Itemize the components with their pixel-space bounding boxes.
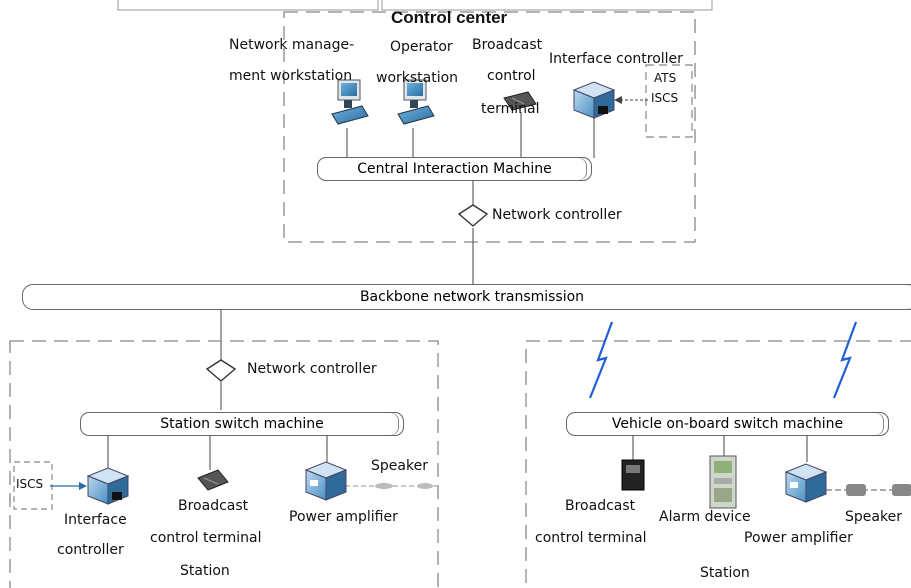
station-footer-label: Station <box>180 563 230 579</box>
vehicle-switch-label: Vehicle on-board switch machine <box>611 416 844 432</box>
vehicle-power-amp-label: Power amplifier <box>744 530 853 546</box>
vehicle-links <box>632 436 808 462</box>
broadcast-terminal-icon <box>503 91 537 111</box>
backbone-label: Backbone network transmission <box>359 289 585 305</box>
station-network-controller-label: Network controller <box>247 361 377 377</box>
station-power-amplifier-icon <box>304 461 348 501</box>
network-mgmt-ws-label-2: ment workstation <box>229 68 353 84</box>
station-interface-label-1: Interface <box>64 512 127 528</box>
station-broadcast-label-2: control terminal <box>150 530 262 546</box>
vehicle-switch-machine: Vehicle on-board switch machine <box>566 412 889 436</box>
external-systems-frame <box>645 64 693 138</box>
network-controller-icon <box>205 204 489 382</box>
ats-arrow <box>614 96 648 104</box>
station-links <box>107 436 328 472</box>
ats-label: ATS <box>654 71 677 85</box>
station-interface-controller-icon <box>86 467 130 505</box>
station-switch-label: Station switch machine <box>160 416 324 432</box>
alarm-device-label: Alarm device <box>659 509 751 525</box>
vehicle-broadcast-label-2: control terminal <box>535 530 647 546</box>
workstation-icon <box>331 79 435 125</box>
cc-network-controller-label: Network controller <box>492 207 622 223</box>
central-machine-label: Central Interaction Machine <box>357 161 552 177</box>
control-center-title: Control center <box>391 8 508 27</box>
station-broadcast-terminal-icon <box>197 469 229 491</box>
interface-controller-icon <box>572 81 616 119</box>
vehicle-speaker-chain <box>826 484 911 496</box>
control-center-links <box>220 112 595 410</box>
broadcast-terminal-label-2: control <box>487 68 536 84</box>
network-mgmt-ws-label-1: Network manage- <box>229 37 355 53</box>
station-power-amp-label: Power amplifier <box>289 509 398 525</box>
top-cropped-frames <box>117 0 713 11</box>
wireless-bolt-icon <box>588 321 858 399</box>
operator-ws-label-1: Operator <box>390 39 453 55</box>
station-interface-label-2: controller <box>57 542 124 558</box>
station-speaker-label: Speaker <box>371 458 428 474</box>
iscs-arrow <box>50 482 87 490</box>
iscs-label: ISCS <box>651 91 679 105</box>
central-interaction-machine: Central Interaction Machine <box>317 157 592 181</box>
station-broadcast-label-1: Broadcast <box>178 498 249 514</box>
vehicle-frame <box>525 340 911 588</box>
station-iscs-label: ISCS <box>16 477 44 491</box>
backbone-network-bar: Backbone network transmission <box>22 284 911 310</box>
alarm-device-icon <box>709 455 737 509</box>
operator-ws-label-2: workstation <box>376 70 459 86</box>
interface-controller-label: Interface controller <box>549 51 683 67</box>
vehicle-power-amplifier-icon <box>784 463 828 503</box>
station-frame <box>9 340 439 588</box>
vehicle-footer-label: Station <box>700 565 750 581</box>
control-center-frame <box>283 11 696 243</box>
vehicle-broadcast-terminal-icon <box>621 459 645 491</box>
station-speaker-chain <box>345 483 440 489</box>
vehicle-speaker-label: Speaker <box>845 509 902 525</box>
broadcast-terminal-label-1: Broadcast <box>472 37 543 53</box>
broadcast-terminal-label-3: terminal <box>481 101 540 117</box>
vehicle-broadcast-label-1: Broadcast <box>565 498 636 514</box>
station-switch-machine: Station switch machine <box>80 412 404 436</box>
